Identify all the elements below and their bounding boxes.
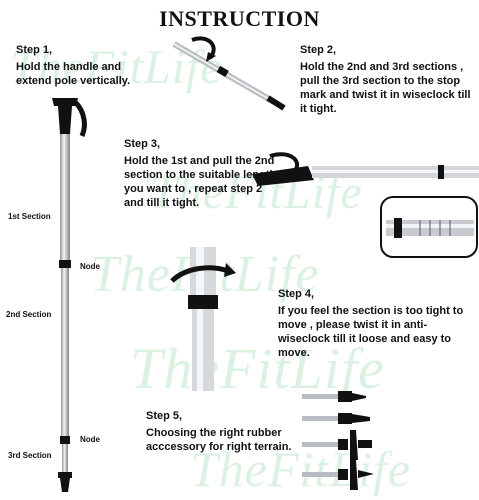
node-1-label: Node xyxy=(80,262,100,271)
step-3-pole-image xyxy=(252,152,479,186)
step-4-title: Step 4, xyxy=(278,288,315,300)
step-2-title: Step 2, xyxy=(300,44,337,56)
pole-section-1 xyxy=(60,134,70,262)
node-2-label: Node xyxy=(80,435,100,444)
pole-section-3 xyxy=(62,444,68,474)
section-2-label: 2nd Section xyxy=(6,310,52,319)
step-5-text: Choosing the right rubber acccessory for… xyxy=(146,427,292,453)
step-3-title: Step 3, xyxy=(124,138,161,150)
step-5-title: Step 5, xyxy=(146,410,183,422)
step-4-pole-image xyxy=(170,247,236,391)
pole-section-2 xyxy=(61,268,69,438)
step-3-text: Hold the 1st and pull the 2nd section to… xyxy=(124,155,277,209)
rubber-accessories xyxy=(302,391,374,490)
step-2-pole-image xyxy=(172,36,286,111)
pole-node xyxy=(188,295,218,309)
trekking-pole-illustration xyxy=(52,97,87,492)
pole-basket xyxy=(58,472,72,478)
pole-tip xyxy=(60,478,70,492)
step-4-text: If you feel the section is too tight to … xyxy=(278,305,464,359)
pole-node-1 xyxy=(59,260,71,268)
zoom-inset xyxy=(380,196,478,258)
accessory-1 xyxy=(302,391,366,402)
pole-node xyxy=(216,65,229,77)
pole-node xyxy=(438,165,444,179)
step-1-title: Step 1, xyxy=(16,44,53,56)
twist-arrow-icon xyxy=(170,265,229,283)
accessory-4 xyxy=(302,460,374,490)
pole-node xyxy=(394,218,402,238)
page-title: INSTRUCTION xyxy=(159,6,320,31)
pole-node-2 xyxy=(60,436,70,444)
pole-tip xyxy=(266,95,286,111)
accessory-2 xyxy=(302,413,370,424)
section-3-label: 3rd Section xyxy=(8,451,52,460)
section-1-label: 1st Section xyxy=(8,212,51,221)
pole-grip xyxy=(252,166,314,186)
accessory-3 xyxy=(302,430,372,460)
pole-grip xyxy=(52,98,78,134)
step-1-text: Hold the handle and extend pole vertical… xyxy=(16,61,131,87)
step-2-text: Hold the 2nd and 3rd sections , pull the… xyxy=(300,61,471,115)
